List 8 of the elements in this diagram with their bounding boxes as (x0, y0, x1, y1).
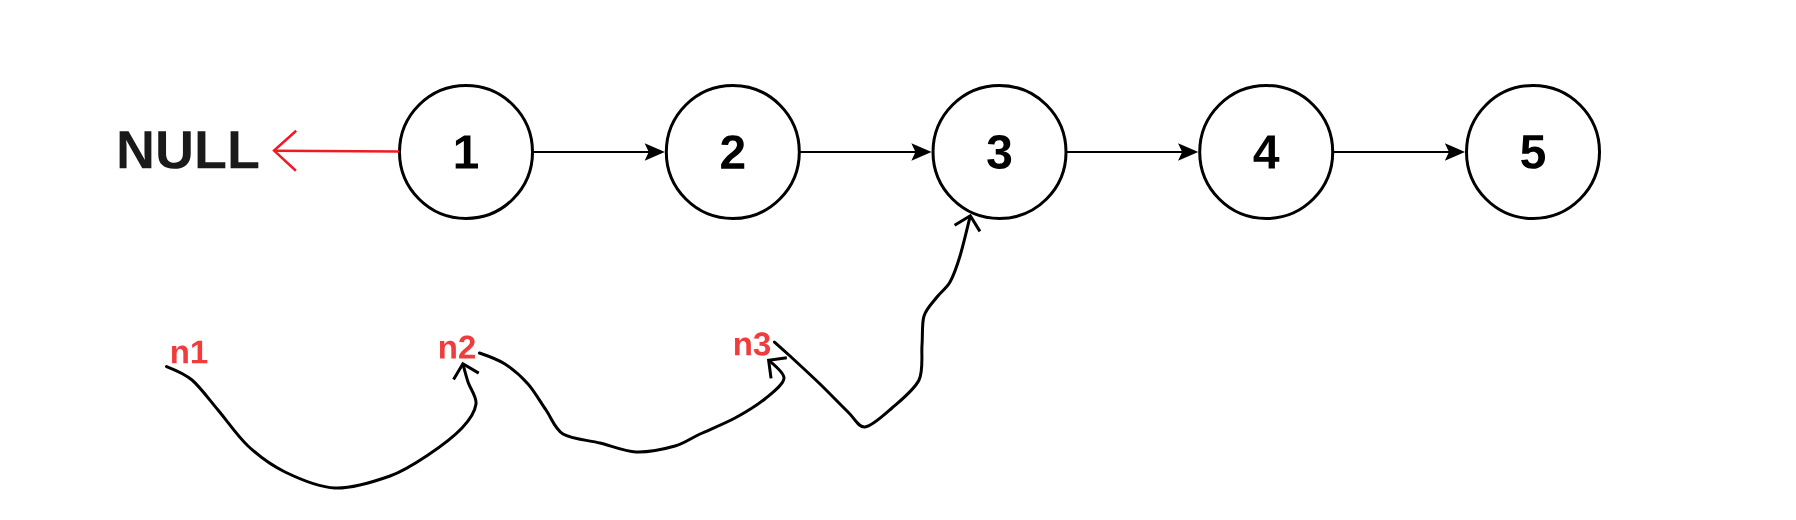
curved-arrow (165, 361, 480, 490)
pointer-label: n1 (171, 340, 208, 364)
pointer-label: n3 (734, 332, 771, 356)
curved-arrow (477, 351, 788, 454)
null-label: NULL (119, 131, 259, 169)
arrow (272, 129, 400, 172)
curved-arrow (772, 213, 982, 429)
pointer-label: n2 (439, 335, 475, 359)
